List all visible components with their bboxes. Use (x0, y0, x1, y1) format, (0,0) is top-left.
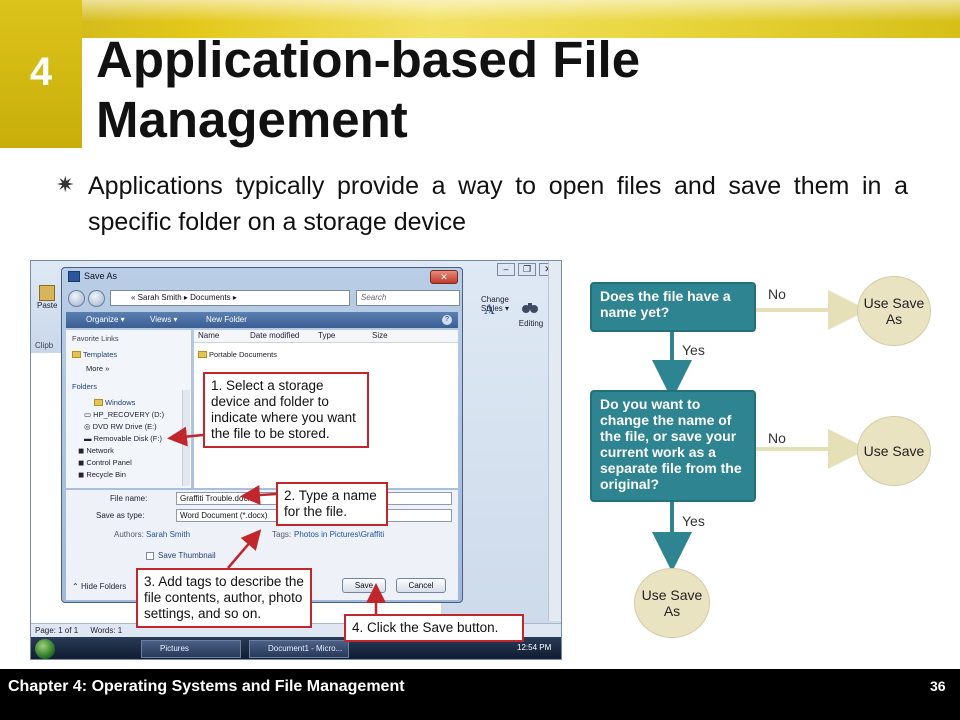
page-number: 36 (930, 678, 946, 694)
templates-link[interactable]: Templates (72, 350, 117, 359)
folders-header[interactable]: Folders (72, 382, 98, 391)
callout-add-tags: 3. Add tags to describe the file content… (136, 568, 312, 628)
tree-item-hp-recovery[interactable]: ▭ HP_RECOVERY (D:) (84, 410, 165, 419)
clipboard-label: Clipb (35, 341, 54, 350)
tree-item-windows[interactable]: Windows (94, 398, 135, 407)
save-thumbnail-checkbox[interactable] (146, 552, 154, 560)
restore-icon[interactable]: ❐ (518, 263, 536, 276)
minimize-icon[interactable]: – (497, 263, 515, 276)
drive-icon: ▭ (84, 410, 94, 419)
change-styles-icon[interactable]: A (483, 299, 501, 317)
flow-label-yes-2: Yes (682, 513, 705, 529)
footer-bar (0, 669, 960, 720)
back-icon[interactable] (68, 290, 85, 307)
column-size[interactable]: Size (372, 331, 388, 340)
flow-use-save: Use Save (857, 416, 931, 486)
tree-item-dvd[interactable]: ◎ DVD RW Drive (E:) (84, 422, 157, 431)
file-name-label: File name: (110, 494, 148, 503)
callout-type-name: 2. Type a name for the file. (276, 482, 388, 526)
help-icon[interactable]: ? (442, 315, 452, 325)
organize-button[interactable]: Organize ▾ (86, 315, 125, 324)
slide-title: Application-based File Management (96, 31, 641, 148)
flow-label-yes-1: Yes (682, 342, 705, 358)
column-date-modified[interactable]: Date modified (250, 331, 300, 340)
dialog-title: Save As (84, 271, 118, 281)
save-as-type-label: Save as type: (96, 511, 145, 520)
hide-folders-button[interactable]: ⌃ Hide Folders (72, 582, 127, 591)
callout-click-save: 4. Click the Save button. (344, 614, 524, 642)
arrow-name (240, 485, 277, 506)
binoculars-icon[interactable] (521, 299, 539, 315)
paste-label[interactable]: Paste (37, 301, 58, 310)
flow-label-no-1: No (768, 286, 786, 302)
chevron-up-icon: ⌃ (72, 582, 81, 591)
top-band-shine (0, 0, 960, 22)
new-folder-button[interactable]: New Folder (206, 315, 247, 324)
authors-value[interactable]: Sarah Smith (146, 530, 191, 539)
chapter-number: 4 (29, 50, 53, 94)
clock: 12:54 PM (517, 643, 552, 652)
network-icon: ◼ (78, 446, 87, 455)
column-name[interactable]: Name (198, 331, 220, 340)
tags-label: Tags: (272, 530, 292, 539)
flow-question-name: Does the file have a name yet? (590, 282, 756, 332)
folder-icon (94, 399, 103, 406)
drive-icon: ▬ (84, 434, 94, 443)
column-headers: Name Date modified Type Size (194, 330, 458, 343)
search-input[interactable]: Search (356, 290, 460, 306)
start-icon[interactable] (35, 639, 55, 659)
disc-icon: ◎ (84, 422, 93, 431)
dialog-close-icon[interactable]: ✕ (430, 270, 458, 284)
svg-text:A: A (484, 302, 495, 317)
callout-select-storage: 1. Select a storage device and folder to… (203, 372, 369, 448)
bullet-star-icon: ✷ (56, 172, 75, 197)
flow-use-save-as-1: Use Save As (857, 276, 931, 346)
tree-item-network[interactable]: ◼ Network (78, 446, 114, 455)
flow-use-save-as-2: Use Save As (634, 568, 710, 638)
word-scrollbar[interactable] (548, 261, 561, 621)
file-item[interactable]: Portable Documents (198, 350, 277, 359)
address-bar[interactable]: « Sarah Smith ▸ Documents ▸ (110, 290, 350, 306)
taskbar-document[interactable]: Document1 - Micro... (249, 640, 349, 658)
flow-question-change: Do you want to change the name of the fi… (590, 390, 756, 502)
arrow-tags (227, 529, 262, 569)
title-background (82, 38, 960, 158)
tree-item-recycle-bin[interactable]: ◼ Recycle Bin (78, 470, 126, 479)
tree-item-removable[interactable]: ▬ Removable Disk (F:) (84, 434, 162, 443)
status-words: Words: 1 (90, 626, 123, 635)
views-button[interactable]: Views ▾ (150, 315, 178, 324)
flow-label-no-2: No (768, 430, 786, 446)
status-page: Page: 1 of 1 (35, 626, 79, 635)
arrow-storage (167, 426, 204, 447)
authors-label: Authors: (114, 530, 144, 539)
cancel-button[interactable]: Cancel (396, 578, 446, 593)
taskbar: Pictures Document1 - Micro... 12:54 PM (31, 637, 561, 659)
footer-text: Chapter 4: Operating Systems and File Ma… (8, 678, 405, 695)
favorite-links-label: Favorite Links (72, 334, 119, 343)
forward-icon[interactable] (88, 290, 105, 307)
save-thumbnail-label: Save Thumbnail (158, 551, 216, 560)
change-styles-button[interactable]: Change Styles ▾ (480, 295, 510, 313)
more-link[interactable]: More » (86, 364, 110, 373)
tags-value[interactable]: Photos in Pictures\Graffiti (294, 530, 385, 539)
control-panel-icon: ◼ (78, 458, 87, 467)
bullet-text: Applications typically provide a way to … (88, 172, 908, 236)
word-icon (68, 271, 80, 282)
chapter-block (0, 0, 82, 148)
taskbar-pictures[interactable]: Pictures (141, 640, 241, 658)
editing-button[interactable]: Editing (518, 319, 544, 328)
tree-item-control-panel[interactable]: ◼ Control Panel (78, 458, 132, 467)
folder-icon (198, 351, 207, 358)
folder-icon (72, 351, 81, 358)
paste-icon[interactable] (39, 285, 55, 301)
column-type[interactable]: Type (318, 331, 336, 340)
dialog-toolbar: Organize ▾ Views ▾ New Folder ? (66, 312, 458, 328)
recycle-bin-icon: ◼ (78, 470, 87, 479)
